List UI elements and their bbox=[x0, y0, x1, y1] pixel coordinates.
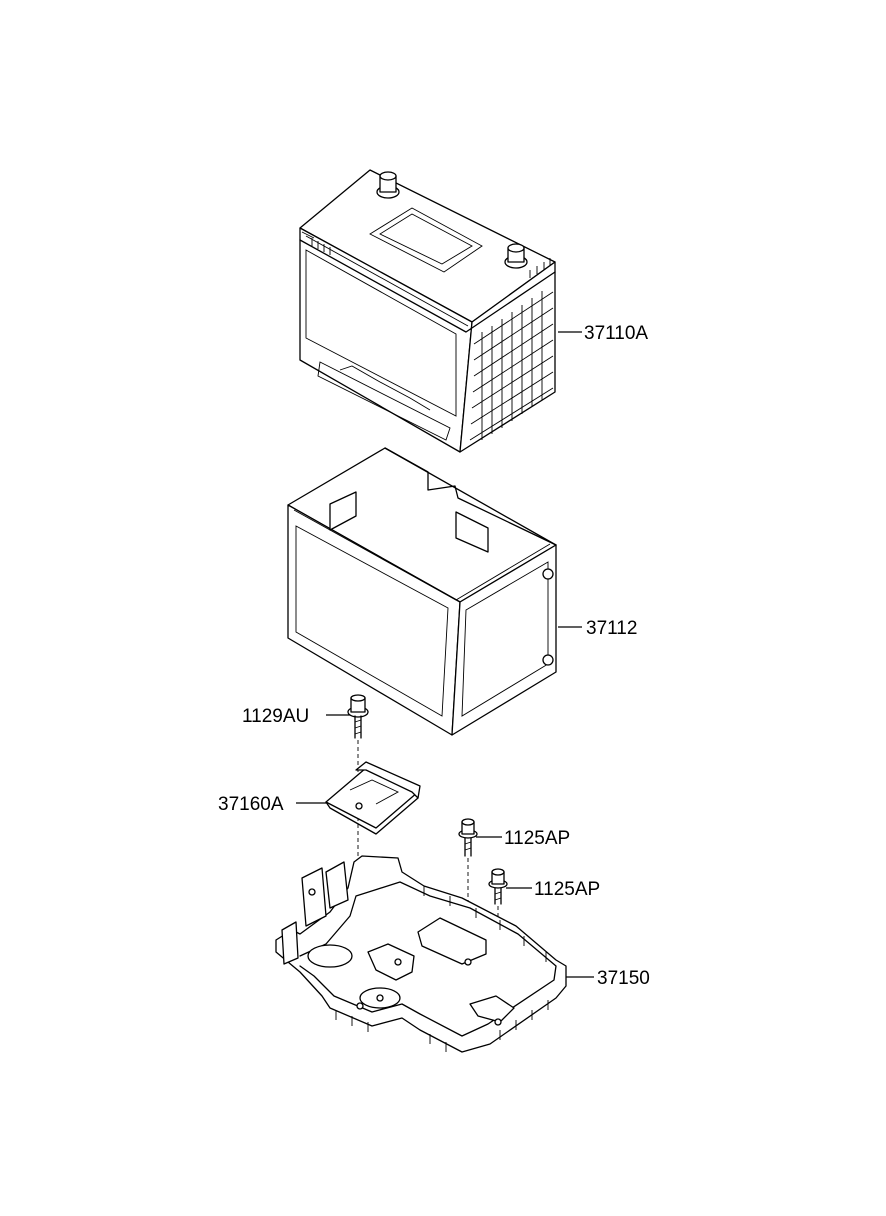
tray-bolt-2-illustration bbox=[488, 868, 508, 905]
insulator-case-illustration bbox=[287, 447, 557, 736]
label-37112: 37112 bbox=[586, 618, 637, 639]
tray-bolt-1-illustration bbox=[458, 818, 478, 857]
label-1125AP-2: 1125AP bbox=[534, 879, 600, 900]
label-37150: 37150 bbox=[597, 968, 650, 989]
label-1129AU: 1129AU bbox=[242, 706, 309, 727]
clamp-bolt-illustration bbox=[347, 694, 369, 739]
battery-illustration bbox=[299, 169, 556, 453]
battery-tray-illustration bbox=[275, 855, 567, 1053]
label-37110A: 37110A bbox=[584, 323, 648, 344]
label-1125AP-1: 1125AP bbox=[504, 828, 570, 849]
label-37160A: 37160A bbox=[218, 794, 284, 815]
hold-down-clamp-illustration bbox=[325, 761, 421, 835]
